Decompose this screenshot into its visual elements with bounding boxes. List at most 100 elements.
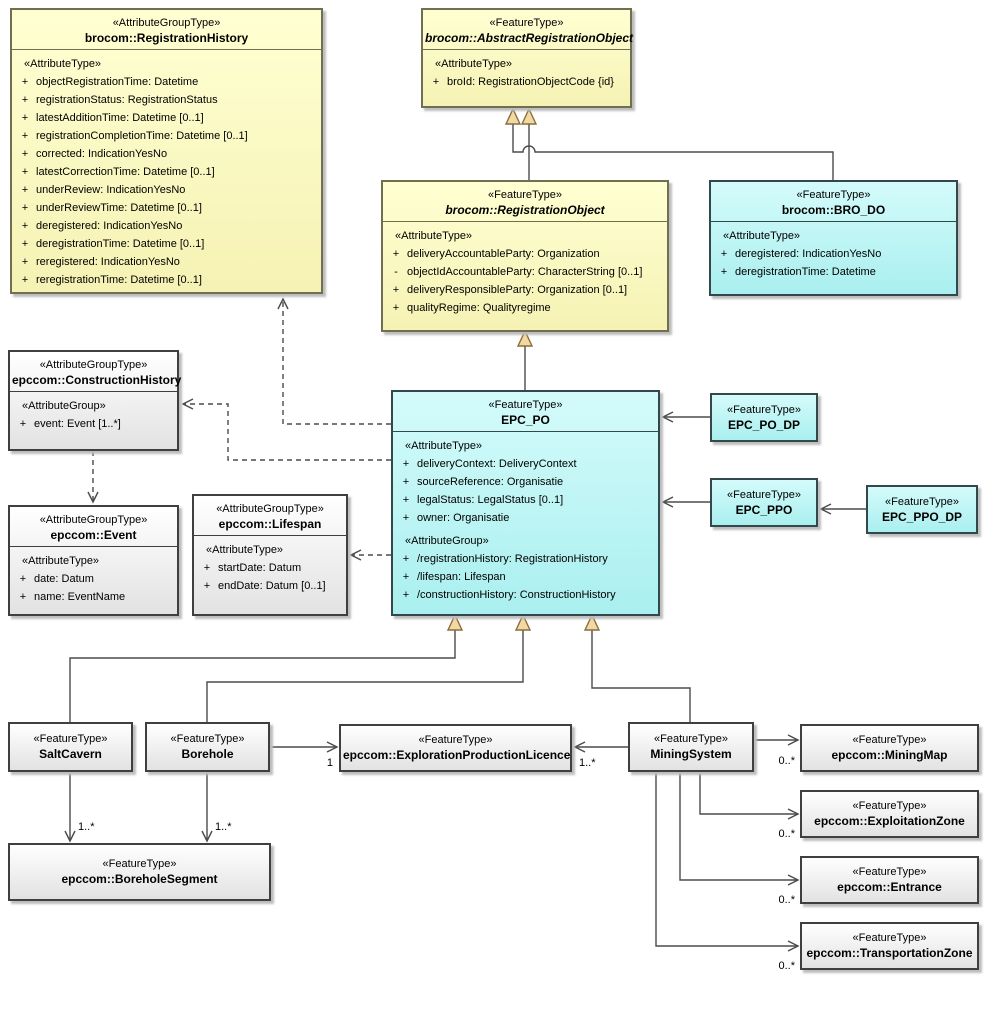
attribute-text: startDate: Datum <box>218 562 302 574</box>
attribute-text: corrected: IndicationYesNo <box>36 148 168 160</box>
class-epc-po[interactable]: «FeatureType» EPC_PO «AttributeType»+deliv… <box>391 390 660 616</box>
stereotype-label: «FeatureType» <box>852 800 927 812</box>
multiplicity-label: 1..* <box>78 821 95 833</box>
multiplicity-label: 0..* <box>778 828 795 840</box>
attributes-compartment: «AttributeType»+date: Datum+name: EventN… <box>10 546 177 614</box>
stereotype-label: «FeatureType» <box>33 733 108 745</box>
arrowheads <box>64 297 832 952</box>
visibility-marker: + <box>19 591 27 603</box>
attributes-compartment: «AttributeType»+deliveryContext: Deliver… <box>393 431 658 614</box>
visibility-marker: + <box>21 256 29 268</box>
class-name: epccom::ConstructionHistory <box>12 373 182 387</box>
attribute-text: event: Event [1..*] <box>34 418 121 430</box>
class-header: «FeatureType»epccom::ExplorationProducti… <box>341 726 570 770</box>
visibility-marker: + <box>203 562 211 574</box>
class-exploitation-zone[interactable]: «FeatureType»epccom::ExploitationZone <box>800 790 979 838</box>
attribute-row: +broId: RegistrationObjectCode {id} <box>423 73 628 91</box>
visibility-marker: + <box>392 284 400 296</box>
class-transportation-zone[interactable]: «FeatureType»epccom::TransportationZone <box>800 922 979 970</box>
class-mining-system[interactable]: «FeatureType»MiningSystem <box>628 722 754 772</box>
attributes-compartment: «AttributeGroup»+event: Event [1..*] <box>10 391 177 449</box>
class-epc-ppo-dp[interactable]: «FeatureType»EPC_PPO_DP <box>866 485 978 534</box>
attribute-row: +owner: Organisatie <box>393 509 656 527</box>
attribute-row: +deregistrationTime: Datetime [0..1] <box>12 235 319 253</box>
attribute-group-stereotype: «AttributeType» <box>435 58 513 70</box>
attribute-text: deregistered: IndicationYesNo <box>36 220 183 232</box>
class-header: «FeatureType»epccom::TransportationZone <box>802 924 977 968</box>
class-lifespan[interactable]: «AttributeGroupType»epccom::Lifespan«Att… <box>192 494 348 616</box>
class-header: «FeatureType»epccom::BoreholeSegment <box>10 845 269 899</box>
class-epc-po-dp[interactable]: «FeatureType»EPC_PO_DP <box>710 393 818 442</box>
multiplicity-labels: 1 1..* 0..* 0..* 0..* 0..* 1..* 1..* <box>78 755 796 972</box>
class-name: EPC_PO <box>501 413 550 427</box>
attribute-row: +deregistered: IndicationYesNo <box>711 245 954 263</box>
attributes-compartment: «AttributeType» + startDate: Datum +endDate… <box>194 535 346 614</box>
attribute-text: sourceReference: Organisatie <box>417 476 564 488</box>
class-header: «AttributeGroupType»brocom::Registration… <box>12 10 321 49</box>
visibility-marker: + <box>402 458 410 470</box>
class-name: epccom::ExplorationProductionLicence <box>343 748 571 762</box>
class-epc-ppo[interactable]: «FeatureType»EPC_PPO <box>710 478 818 527</box>
attribute-group-stereotype: «AttributeGroup» <box>405 535 489 547</box>
visibility-marker: + <box>19 573 27 585</box>
class-abstract-registration-object[interactable]: «FeatureType»brocom::AbstractRegistratio… <box>421 8 633 108</box>
multiplicity-label: 1..* <box>215 821 232 833</box>
attribute-group-stereotype: «AttributeType» <box>206 544 284 556</box>
attribute-text: qualityRegime: Qualityregime <box>407 302 551 314</box>
attribute-text: legalStatus: LegalStatus [0..1] <box>417 494 564 506</box>
class-borehole-segment[interactable]: «FeatureType»epccom::BoreholeSegment <box>8 843 271 901</box>
class-construction-history[interactable]: «AttributeGroupType»epccom::Construction… <box>8 350 182 451</box>
class-header: «FeatureType»SaltCavern <box>10 724 131 770</box>
attribute-row: +latestCorrectionTime: Datetime [0..1] <box>12 163 319 181</box>
visibility-marker: + <box>402 571 410 583</box>
visibility-marker: + <box>21 76 29 88</box>
class-borehole[interactable]: «FeatureType»Borehole <box>145 722 270 772</box>
class-name: EPC_PPO <box>735 502 793 517</box>
visibility-marker: + <box>402 589 410 601</box>
class-registration-object[interactable]: «FeatureType»brocom::RegistrationObject«… <box>381 180 669 332</box>
attribute-group-stereotype: «AttributeType» <box>723 230 801 242</box>
attribute-text: registrationStatus: RegistrationStatus <box>36 94 218 106</box>
attributes-compartment: «AttributeType» +broId: RegistrationObjec… <box>423 49 630 106</box>
attribute-text: /lifespan: Lifespan <box>417 571 506 583</box>
stereotype-label: «FeatureType» <box>488 399 563 411</box>
stereotype-label: «FeatureType» <box>852 866 927 878</box>
class-name: brocom::RegistrationObject <box>445 203 605 217</box>
visibility-marker: + <box>432 76 440 88</box>
dependency-edges <box>92 299 391 556</box>
attribute-text: objectIdAccountableParty: CharacterStrin… <box>407 266 643 278</box>
generalization-triangle-icon <box>514 613 532 631</box>
stereotype-label: «FeatureType» <box>654 733 728 745</box>
stereotype-label: «AttributeGroupType» <box>216 503 324 515</box>
class-registration-history[interactable]: «AttributeGroupType»brocom::Registration… <box>10 8 323 294</box>
attribute-row: +objectRegistrationTime: Datetime <box>12 73 319 91</box>
class-salt-cavern[interactable]: «FeatureType»SaltCavern <box>8 722 133 772</box>
class-exploration-production-licence[interactable]: «FeatureType»epccom::ExplorationProducti… <box>339 724 572 772</box>
class-header: «FeatureType»MiningSystem <box>630 724 752 770</box>
generalization-edges <box>69 107 834 722</box>
class-header: «FeatureType»epccom::ExploitationZone <box>802 792 977 836</box>
attribute-text: deliveryAccountableParty: Organization <box>407 248 600 260</box>
class-name: EPC_PPO_DP <box>881 509 963 524</box>
attribute-row: +date: Datum <box>10 570 175 588</box>
class-header: «FeatureType»brocom::BRO_DO <box>711 182 956 221</box>
class-name: epccom::TransportationZone <box>806 946 973 960</box>
attribute-row: +deliveryResponsibleParty: Organization … <box>383 281 665 299</box>
attribute-row: +endDate: Datum [0..1] <box>194 577 344 595</box>
class-name: brocom::RegistrationHistory <box>84 31 249 45</box>
visibility-marker: + <box>402 553 410 565</box>
attributes-compartment: «AttributeType»+objectRegistrationTime: … <box>12 49 321 292</box>
visibility-marker: + <box>21 238 29 250</box>
multiplicity-label: 1..* <box>579 757 596 769</box>
class-entrance[interactable]: «FeatureType»epccom::Entrance <box>800 856 979 904</box>
class-header: «FeatureType»brocom::AbstractRegistratio… <box>423 10 633 49</box>
class-event[interactable]: «AttributeGroupType»epccom::Event«Attrib… <box>8 505 179 616</box>
visibility-marker: + <box>203 580 211 592</box>
class-header: «AttributeGroupType»epccom::Construction… <box>10 352 182 391</box>
visibility-marker: + <box>21 148 29 160</box>
attribute-text: latestCorrectionTime: Datetime [0..1] <box>36 166 215 178</box>
class-bro-do[interactable]: «FeatureType»brocom::BRO_DO«AttributeTyp… <box>709 180 958 296</box>
class-mining-map[interactable]: «FeatureType»epccom::MiningMap <box>800 724 979 772</box>
visibility-marker: + <box>402 512 410 524</box>
attribute-row: +deliveryAccountableParty: Organization <box>383 245 665 263</box>
